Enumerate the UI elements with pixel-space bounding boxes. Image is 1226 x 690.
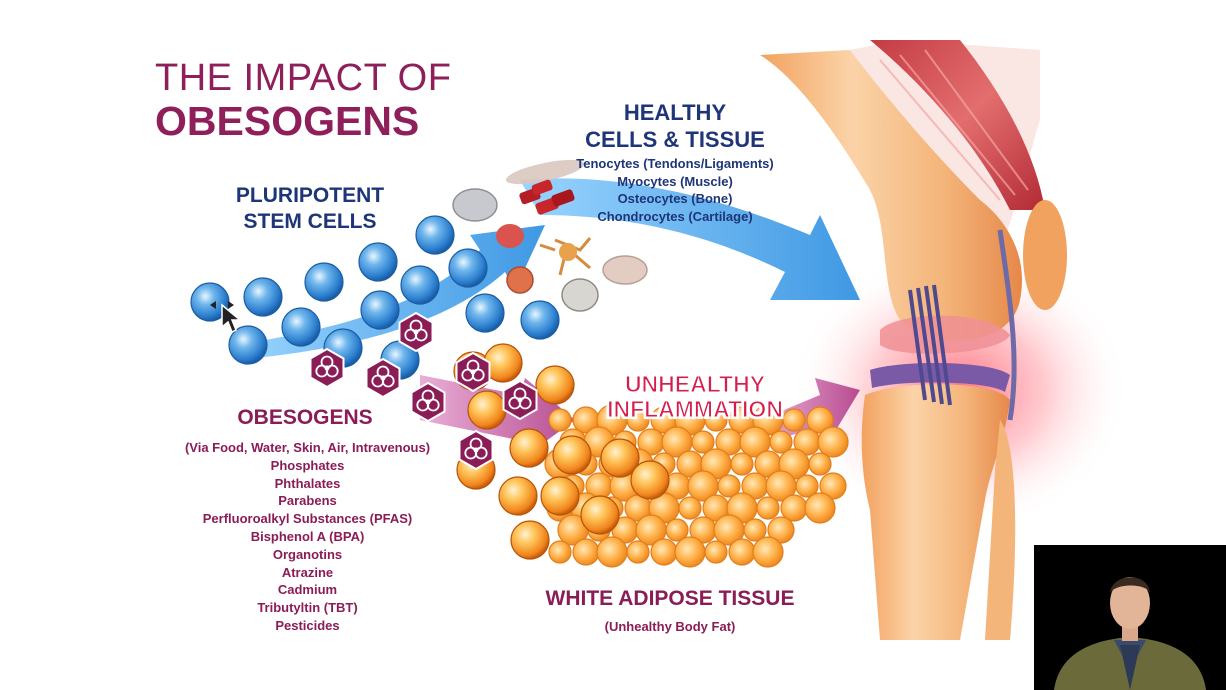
fat-cell-small (795, 474, 819, 498)
page-title-line-2: OBESOGENS (155, 98, 420, 144)
obesogen-item: Tributyltin (TBT) (257, 600, 358, 616)
biohazard-icon (309, 347, 345, 389)
stem-cell (228, 325, 268, 365)
cartilage (880, 315, 1010, 354)
obesogen-item: Organotins (272, 546, 343, 562)
healthy-cells-list: Tenocytes (Tendons/Ligaments) Myocytes (… (545, 155, 805, 225)
healthy-cells-group (452, 159, 648, 312)
biohazard-icon (398, 311, 434, 353)
fat-cell-small (596, 536, 628, 568)
fat-cell-small (674, 536, 706, 568)
fat-cell (510, 520, 550, 560)
stem-cell (400, 265, 440, 305)
stem-cell (448, 248, 488, 288)
obesogen-item: Pesticides (275, 617, 340, 633)
obesogen-item: Atrazine (281, 564, 334, 580)
adipose-cells-group (453, 343, 849, 568)
fat-cell (467, 390, 507, 430)
healthy-cells-heading: HEALTHY CELLS & TISSUE (585, 100, 765, 152)
stem-cell (281, 307, 321, 347)
move-cursor-icon (210, 301, 243, 334)
fat-cell-small (572, 538, 600, 566)
obesogen-item: Phosphates (270, 457, 345, 473)
healthy-item: Tenocytes (Tendons/Ligaments) (576, 156, 774, 171)
fat-cell-small (665, 518, 689, 542)
ligament (908, 284, 952, 406)
stem-cell (243, 277, 283, 317)
fat-cell-small (756, 496, 780, 520)
fat-cell (535, 365, 575, 405)
fat-cell-small (743, 518, 767, 542)
fibula (985, 420, 1016, 640)
presenter-figure (1054, 577, 1206, 690)
fat-cell-small (767, 516, 795, 544)
stem-cells-group (190, 215, 560, 380)
biohazard-icon (458, 429, 494, 471)
fat-cell-small (806, 406, 834, 434)
fat-cell (552, 435, 592, 475)
tibia (861, 384, 1010, 640)
fat-cell-small (704, 408, 728, 432)
adipose-heading: WHITE ADIPOSE TISSUE (545, 587, 795, 610)
healthy-item: Chondrocytes (Cartilage) (597, 208, 753, 224)
fat-cell-small (769, 430, 793, 454)
healthy-item: Osteocytes (Bone) (617, 191, 733, 206)
fat-cell (509, 428, 549, 468)
stem-cell (415, 215, 455, 255)
healthy-item: Myocytes (Muscle) (617, 173, 733, 189)
biohazard-icon (455, 351, 491, 393)
fat-cell-small (626, 540, 650, 564)
fat-cell-small (819, 472, 847, 500)
obesogen-item: Bisphenol A (BPA) (250, 528, 365, 544)
biohazard-icons-group (309, 311, 538, 471)
fat-cell (540, 476, 580, 516)
fat-cell-small (650, 538, 678, 566)
fat-cell-small (626, 408, 650, 432)
fat-cell-small (548, 408, 572, 432)
fat-cell-small (730, 452, 754, 476)
presenter-webcam (1034, 545, 1226, 690)
biohazard-icon (410, 381, 446, 423)
obesogen-item: Perfluoroalkyl Substances (PFAS) (202, 511, 413, 527)
fat-cell-small (717, 474, 741, 498)
obesogen-item: (Via Food, Water, Skin, Air, Intravenous… (184, 440, 431, 455)
fat-cell-small (782, 408, 806, 432)
healthy-to-knee-arrow (520, 178, 860, 300)
stem-cell (465, 293, 505, 333)
fat-cell (580, 495, 620, 535)
knee-joint-illustration (760, 40, 1130, 640)
page-title-line-1: THE IMPACT OF (155, 57, 452, 99)
stem-cell (520, 300, 560, 340)
obesogens-heading: OBESOGENS (237, 406, 373, 429)
obesogen-item: Phthalates (274, 475, 341, 491)
fat-cell-small (752, 536, 784, 568)
obesogen-item: Parabens (278, 493, 337, 509)
fat-cell-small (548, 540, 572, 564)
fat-cell-small (704, 540, 728, 564)
fat-cell-small (808, 452, 832, 476)
stem-cell (360, 290, 400, 330)
stem-cell (304, 262, 344, 302)
fat-cell (600, 438, 640, 478)
obesogens-list: (Via Food, Water, Skin, Air, Intravenous… (165, 439, 450, 635)
femur (760, 50, 1022, 341)
fat-cell-small (691, 430, 715, 454)
fat-cell-small (678, 496, 702, 520)
fat-cell-small (817, 426, 849, 458)
obesogen-item: Cadmium (277, 582, 338, 598)
fat-cell (630, 460, 670, 500)
fat-cell-small (804, 492, 836, 524)
biohazard-icon (502, 379, 538, 421)
adipose-subheading: (Unhealthy Body Fat) (604, 619, 736, 634)
fat-cell (498, 476, 538, 516)
stem-cell (358, 242, 398, 282)
fat-cell-small (728, 538, 756, 566)
patella (1023, 200, 1067, 310)
biohazard-icon (365, 357, 401, 399)
inflammation-label: UNHEALTHY INFLAMMATION (607, 371, 784, 422)
stem-cells-label: PLURIPOTENT STEM CELLS (235, 184, 385, 233)
